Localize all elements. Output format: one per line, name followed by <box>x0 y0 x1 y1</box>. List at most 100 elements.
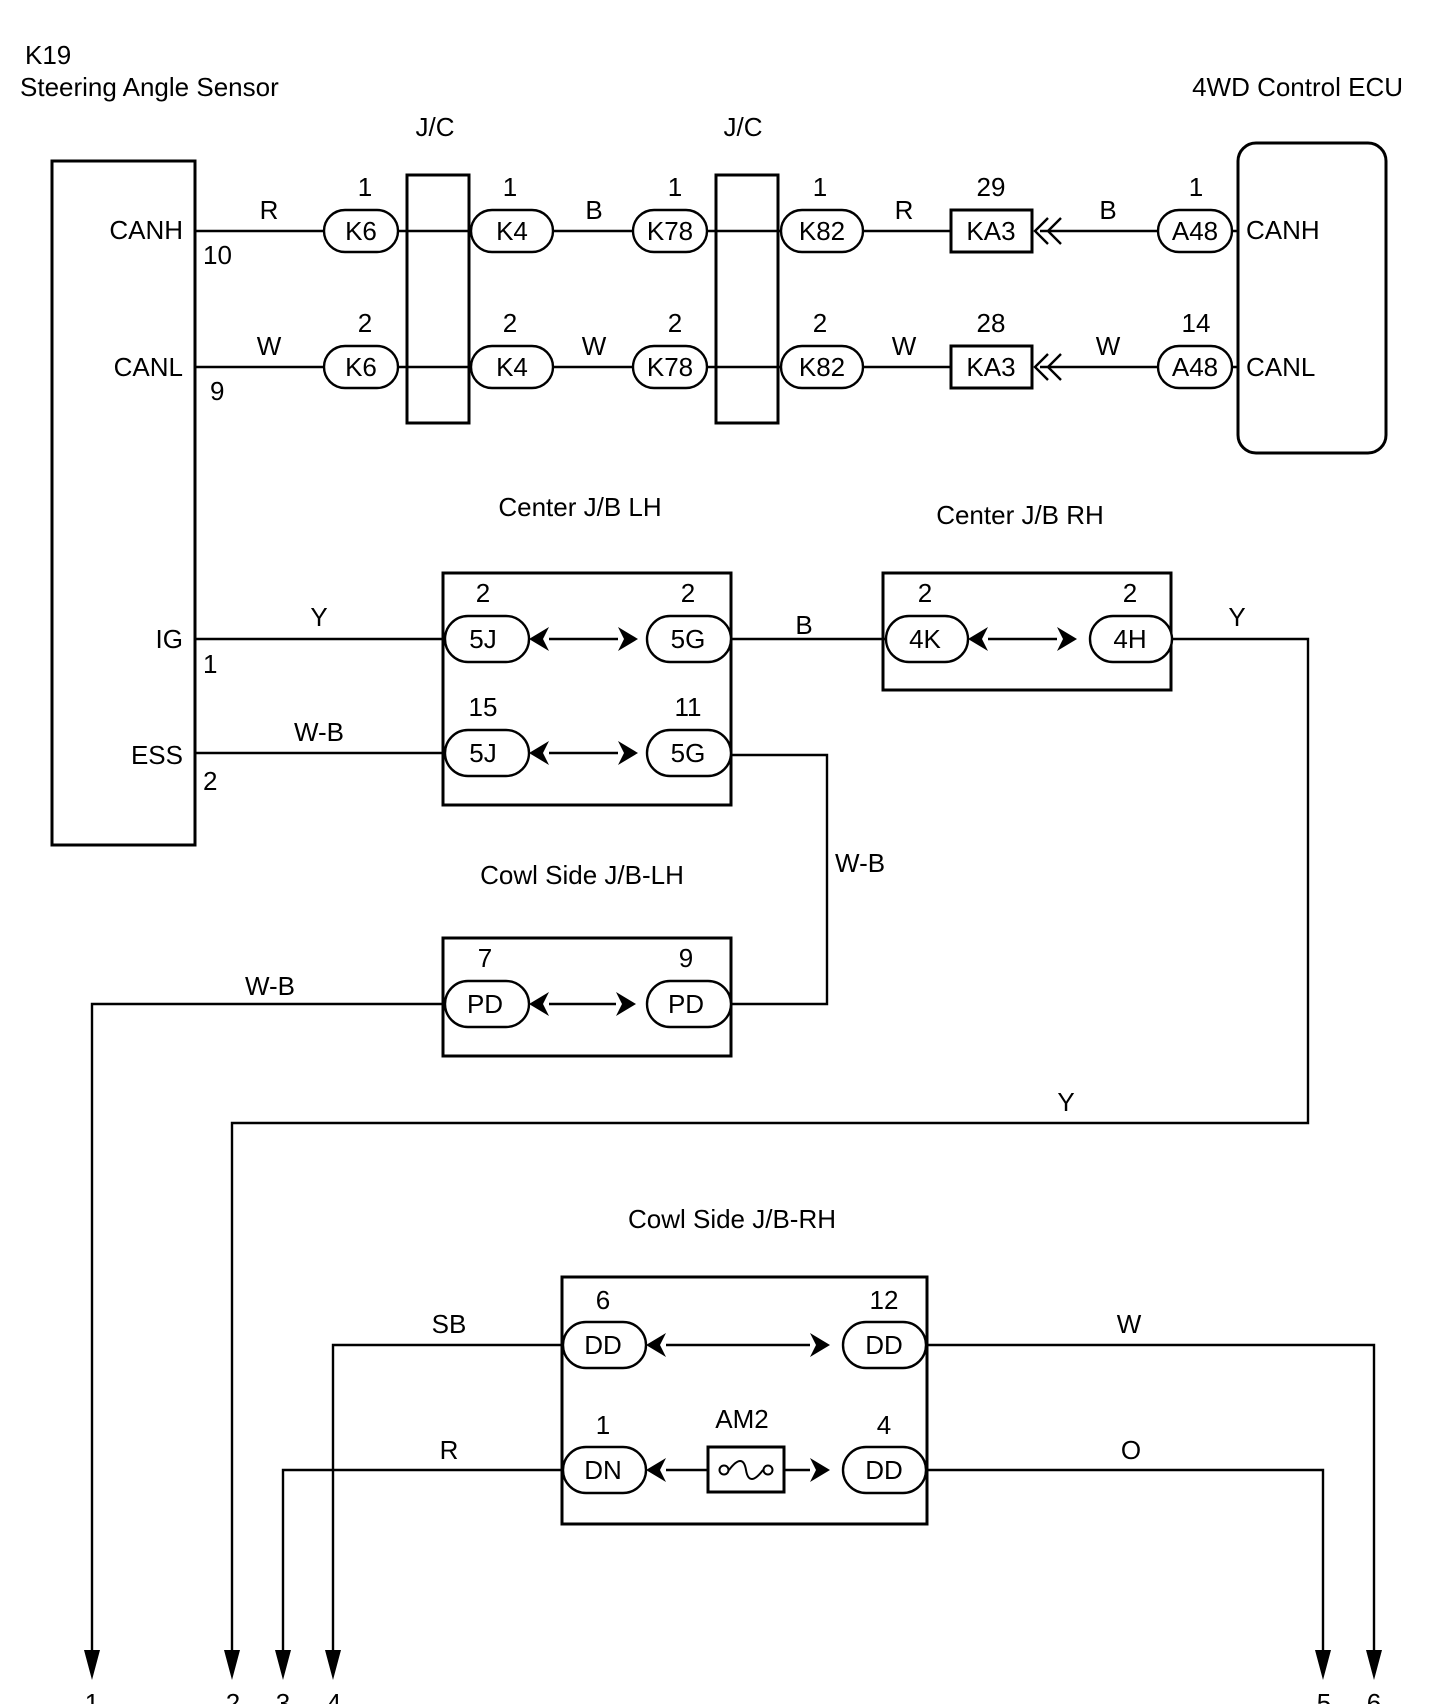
wire-color-label: B <box>795 610 812 640</box>
svg-text:2: 2 <box>918 578 932 608</box>
svg-text:A48: A48 <box>1172 216 1218 246</box>
sensor-name: Steering Angle Sensor <box>20 72 279 102</box>
jc-left-label: J/C <box>416 112 455 142</box>
sensor-pin-ess-label: ESS <box>131 740 183 770</box>
sb-wire <box>331 1343 563 1662</box>
svg-text:14: 14 <box>1182 308 1211 338</box>
svg-text:1: 1 <box>85 1688 99 1704</box>
connector-dd-12: DD 12 <box>841 1285 928 1370</box>
jc-right-box <box>714 173 780 425</box>
output-arrow-5: 5 <box>1315 1650 1331 1704</box>
wire-color-label: W <box>1096 331 1121 361</box>
wire-color-label: Y <box>310 602 327 632</box>
connector-k78-1: K78 1 <box>631 172 709 254</box>
sensor-pin-canh-number: 10 <box>203 240 232 270</box>
svg-text:2: 2 <box>503 308 517 338</box>
svg-text:4K: 4K <box>909 624 941 654</box>
svg-text:K82: K82 <box>799 352 845 382</box>
center-jb-rh-link <box>968 627 1077 651</box>
center-jb-lh-label: Center J/B LH <box>498 492 661 522</box>
connector-k6-1: K6 1 <box>322 172 400 254</box>
wire-color-label: Y <box>1228 602 1245 632</box>
ecu-pin-canl-label: CANL <box>1246 352 1315 382</box>
svg-text:2: 2 <box>681 578 695 608</box>
connector-a48-14: A48 14 <box>1156 308 1234 390</box>
svg-text:1: 1 <box>358 172 372 202</box>
svg-text:5G: 5G <box>671 738 706 768</box>
center-jb-lh-row1-link <box>529 627 638 651</box>
connector-k82-2: K82 2 <box>779 308 865 390</box>
svg-text:1: 1 <box>503 172 517 202</box>
svg-text:9: 9 <box>679 943 693 973</box>
sensor-pin-ig-label: IG <box>156 624 183 654</box>
svg-text:2: 2 <box>668 308 682 338</box>
output-arrow-2: 2 <box>224 1650 240 1704</box>
connector-ka3-29: KA3 29 <box>949 172 1034 254</box>
svg-text:5J: 5J <box>469 624 496 654</box>
wire-color-label: R <box>440 1435 459 1465</box>
wire-color-label: O <box>1121 1435 1141 1465</box>
wire-color-label: W-B <box>245 971 295 1001</box>
cowl-rh-box <box>560 1275 929 1526</box>
ecu-box <box>1236 141 1388 455</box>
connector-k6-2: K6 2 <box>322 308 400 390</box>
output-arrow-4: 4 <box>325 1650 341 1704</box>
output-arrow-3: 3 <box>275 1650 291 1704</box>
cowl-rh-row1-link <box>646 1333 830 1357</box>
ecu-name: 4WD Control ECU <box>1192 72 1403 102</box>
connector-k4-1: K4 1 <box>469 172 555 254</box>
sensor-pin-canh-label: CANH <box>109 215 183 245</box>
svg-text:K4: K4 <box>496 216 528 246</box>
svg-text:2: 2 <box>226 1688 240 1704</box>
connector-k82-1: K82 1 <box>779 172 865 254</box>
jc-right-label: J/C <box>724 112 763 142</box>
svg-text:2: 2 <box>813 308 827 338</box>
svg-text:6: 6 <box>596 1285 610 1315</box>
svg-text:6: 6 <box>1367 1688 1381 1704</box>
svg-text:DD: DD <box>865 1330 903 1360</box>
svg-text:K6: K6 <box>345 216 377 246</box>
svg-text:K4: K4 <box>496 352 528 382</box>
sensor-code: K19 <box>25 40 71 70</box>
svg-text:12: 12 <box>870 1285 899 1315</box>
o-right-wire <box>926 1468 1325 1662</box>
svg-text:1: 1 <box>1189 172 1203 202</box>
output-arrow-6: 6 <box>1366 1650 1382 1704</box>
connector-5j-2: 5J 2 <box>443 578 531 664</box>
cowl-rh-label: Cowl Side J/B-RH <box>628 1204 836 1234</box>
svg-text:A48: A48 <box>1172 352 1218 382</box>
svg-text:PD: PD <box>467 989 503 1019</box>
svg-text:4: 4 <box>327 1688 341 1704</box>
svg-text:DD: DD <box>865 1455 903 1485</box>
fuse-am2 <box>706 1445 786 1494</box>
sensor-pin-canl-number: 9 <box>210 376 224 406</box>
svg-text:3: 3 <box>276 1688 290 1704</box>
wire-color-label: W-B <box>294 717 344 747</box>
wire-color-label: W <box>582 331 607 361</box>
jc-left-box <box>405 173 471 425</box>
svg-text:K82: K82 <box>799 216 845 246</box>
svg-text:1: 1 <box>668 172 682 202</box>
wire-color-label: W <box>257 331 282 361</box>
svg-text:1: 1 <box>596 1410 610 1440</box>
wire-color-label: Y <box>1057 1087 1074 1117</box>
svg-text:K78: K78 <box>647 352 693 382</box>
svg-text:KA3: KA3 <box>966 352 1015 382</box>
fuse-label: AM2 <box>715 1404 768 1434</box>
svg-text:KA3: KA3 <box>966 216 1015 246</box>
wire-color-label: R <box>260 195 279 225</box>
cowl-rh-row2-link <box>646 1458 830 1482</box>
connector-4h-2: 4H 2 <box>1088 578 1174 664</box>
center-jb-lh-box <box>441 571 733 807</box>
sensor-pin-ig-number: 1 <box>203 649 217 679</box>
wire-color-label: B <box>1099 195 1116 225</box>
ka3-chevron-top <box>1033 217 1062 245</box>
svg-text:2: 2 <box>476 578 490 608</box>
connector-5j-15: 5J 15 <box>443 692 531 778</box>
ecu-pin-canh-label: CANH <box>1246 215 1320 245</box>
r-left-wire <box>281 1468 563 1662</box>
svg-text:DD: DD <box>584 1330 622 1360</box>
svg-text:7: 7 <box>478 943 492 973</box>
sensor-pin-ess-number: 2 <box>203 766 217 796</box>
